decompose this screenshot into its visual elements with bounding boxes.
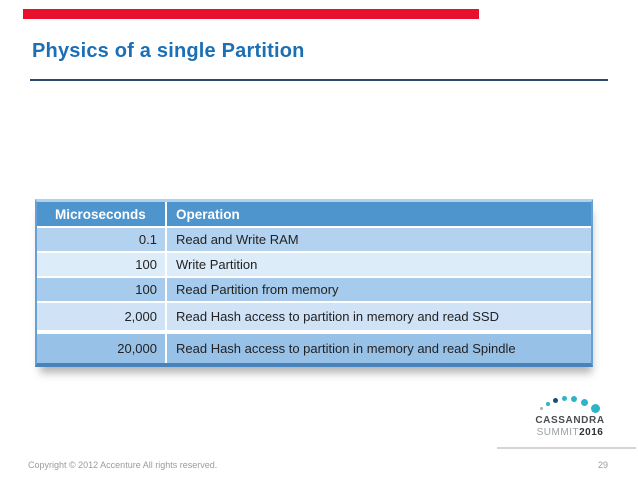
logo-title: CASSANDRA xyxy=(535,415,605,426)
logo-dot xyxy=(553,398,558,403)
table-row: 20,000 Read Hash access to partition in … xyxy=(37,334,591,363)
header-cell-operation: Operation xyxy=(165,202,591,226)
page-number: 29 xyxy=(597,460,608,470)
cell-operation: Read Hash access to partition in memory … xyxy=(165,334,591,363)
logo-dots-icon xyxy=(532,395,608,415)
cell-operation: Read and Write RAM xyxy=(165,228,591,251)
cell-microseconds: 20,000 xyxy=(117,341,157,356)
logo-dot xyxy=(591,404,600,413)
table-row: 2,000 Read Hash access to partition in m… xyxy=(37,303,591,330)
table-row: 0.1 Read and Write RAM xyxy=(37,228,591,251)
cassandra-summit-logo: CASSANDRA SUMMIT2016 xyxy=(532,395,608,438)
logo-summit-text: SUMMIT xyxy=(536,427,580,438)
cell-microseconds: 100 xyxy=(135,257,157,272)
logo-dot xyxy=(571,396,577,402)
title-rule xyxy=(30,79,608,81)
cell-microseconds: 2,000 xyxy=(124,309,157,324)
logo-subtitle: SUMMIT2016 xyxy=(532,427,608,438)
latency-table: Microseconds Operation 0.1 Read and Writ… xyxy=(35,199,593,367)
table-row: 100 Read Partition from memory xyxy=(37,278,591,301)
logo-dot xyxy=(546,402,550,406)
logo-dot xyxy=(581,399,588,406)
cell-microseconds: 100 xyxy=(135,282,157,297)
logo-rule xyxy=(497,447,636,449)
top-accent-bar xyxy=(23,9,479,19)
cell-operation: Read Hash access to partition in memory … xyxy=(165,303,591,330)
logo-dot xyxy=(562,396,567,401)
table-header-row: Microseconds Operation xyxy=(37,202,591,226)
slide-title: Physics of a single Partition xyxy=(32,40,305,62)
logo-year-text: 2016 xyxy=(579,427,604,438)
header-cell-microseconds: Microseconds xyxy=(55,206,146,222)
cell-operation: Write Partition xyxy=(165,253,591,276)
cell-operation: Read Partition from memory xyxy=(165,278,591,301)
logo-dot xyxy=(540,407,543,410)
table-row: 100 Write Partition xyxy=(37,253,591,276)
cell-microseconds: 0.1 xyxy=(138,232,157,247)
copyright-text: Copyright © 2012 Accenture All rights re… xyxy=(28,460,218,470)
